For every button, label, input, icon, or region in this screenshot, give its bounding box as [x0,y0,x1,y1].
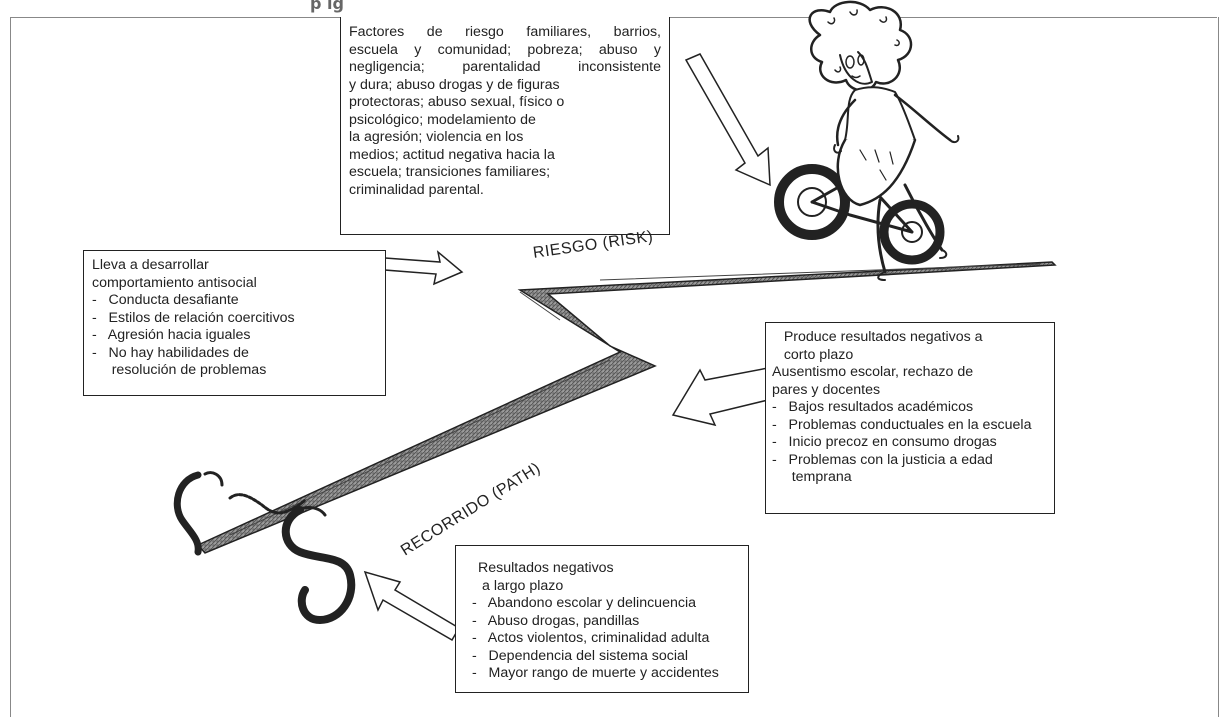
long-term-line: - Actos violentos, criminalidad adulta [472,630,710,646]
long-term-line: a largo plazo [482,577,564,594]
antisocial-line: - No hay habilidades de [92,344,249,361]
short-term-line: - Problemas con la justicia a edad [772,451,993,468]
short-term-line: - Problemas conductuales en la escuela [772,416,1032,433]
risk-factor-line: Factores de riesgo familiares, barrios, [349,24,661,40]
short-term-line: corto plazo [772,346,854,363]
long-term-line: - Abuso drogas, pandillas [472,612,640,629]
risk-factor-line: protectoras; abuso sexual, físico o [349,94,565,110]
figure-frame [10,17,1219,717]
risk-factor-line: criminalidad parental. [349,181,484,198]
antisocial-line: - Agresión hacia iguales [92,327,251,343]
path-inner-stripes [229,263,1041,536]
antisocial-behavior-box: Lleva a desarrollar comportamiento antis… [83,250,386,396]
short-term-line: Produce resultados negativos a [772,329,983,345]
short-term-arrow [671,367,769,427]
long-term-line: Resultados negativos [478,560,614,576]
long-term-arrow [363,570,461,642]
risk-factors-box: Factores de riesgo familiares, barrios, … [340,17,670,235]
antisocial-line: - Estilos de relación coercitivos [92,309,295,326]
risk-path-shape [196,261,1057,554]
short-term-line: - Inicio precoz en consumo drogas [772,434,997,450]
antisocial-line: comportamiento antisocial [92,274,257,291]
handcuffs-icon [173,471,356,625]
antisocial-line: resolución de problemas [92,362,267,378]
risk-factor-line: la agresión; violencia en los [349,129,524,145]
girl-on-bike-illustration [774,0,960,281]
risk-factor-line: escuela; transiciones familiares; [349,164,551,180]
risk-factor-line: y dura; abuso drogas y de figuras [349,76,560,93]
short-term-line: pares y docentes [772,381,881,398]
antisocial-line: - Conducta desafiante [92,292,239,308]
long-term-line: - Dependencia del sistema social [472,647,689,664]
antisocial-line: Lleva a desarrollar [92,257,209,273]
risk-factor-line: escuela y comunidad; pobreza; abuso y [349,41,661,58]
risk-arrow-to-child [684,53,771,187]
long-term-outcomes-box: Resultados negativos a largo plazo - Aba… [455,545,749,693]
antisocial-arrow [384,250,464,286]
cropped-figure-title: p ig [310,0,344,13]
long-term-line: - Abandono escolar y delincuencia [472,595,696,611]
risk-factor-line: medios; actitud negativa hacia la [349,146,555,163]
risk-factor-line: negligencia; parentalidad inconsistente [349,59,661,75]
short-term-line: Ausentismo escolar, rechazo de [772,364,974,380]
short-term-line: temprana [772,469,852,485]
risk-factor-line: psicológico; modelamiento de [349,111,536,128]
long-term-line: - Mayor rango de muerte y accidentes [472,665,719,681]
short-term-line: - Bajos resultados académicos [772,399,974,415]
short-term-outcomes-box: Produce resultados negativos a corto pla… [765,322,1055,514]
